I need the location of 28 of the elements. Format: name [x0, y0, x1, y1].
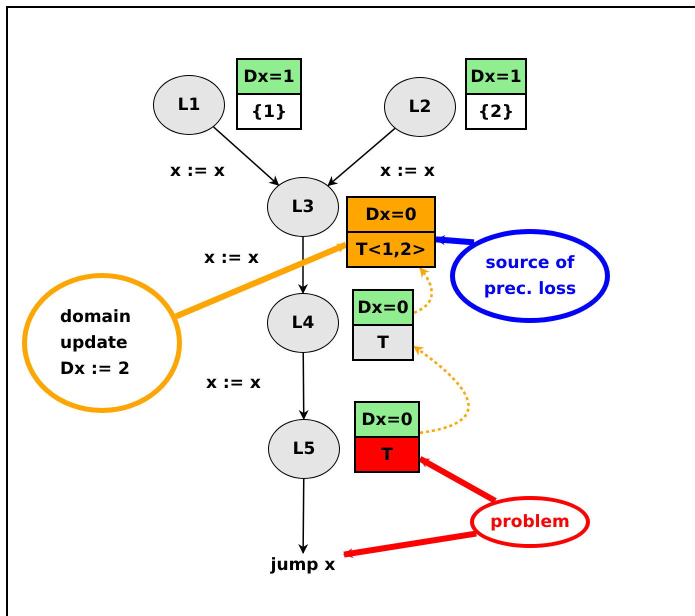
arrow: [298, 237, 308, 294]
value-cell: T: [356, 436, 418, 471]
arrow: [213, 126, 280, 186]
value-cell: T: [354, 324, 412, 359]
location-label: L1: [178, 95, 200, 115]
domain-cell: Dx=0: [354, 291, 412, 324]
location-label: L5: [292, 439, 316, 459]
annotation-text: problem: [489, 511, 571, 534]
domain-cell: Dx=1: [467, 60, 525, 93]
domain-cell: Dx=0: [348, 198, 434, 231]
location-label: L2: [408, 97, 432, 117]
location-label: L4: [292, 313, 314, 333]
domain-cell: Dx=0: [356, 403, 418, 436]
arrow: [418, 456, 497, 504]
location-label: L3: [292, 197, 314, 217]
annotation-text: domain update Dx := 2: [60, 306, 132, 381]
arrow: [435, 235, 474, 246]
domain-cell: Dx=1: [238, 60, 300, 93]
arrow: [343, 530, 477, 558]
arrow: [298, 353, 309, 420]
statement-label: jump x: [262, 553, 344, 577]
value-cell: T<1,2>: [348, 231, 434, 266]
arrow: [298, 479, 308, 554]
arrow: [327, 128, 396, 186]
annotation-text: source of prec. loss: [482, 252, 578, 301]
dotted-arrow: [413, 267, 433, 314]
arrow: [174, 242, 348, 320]
dotted-arrow: [413, 345, 470, 434]
